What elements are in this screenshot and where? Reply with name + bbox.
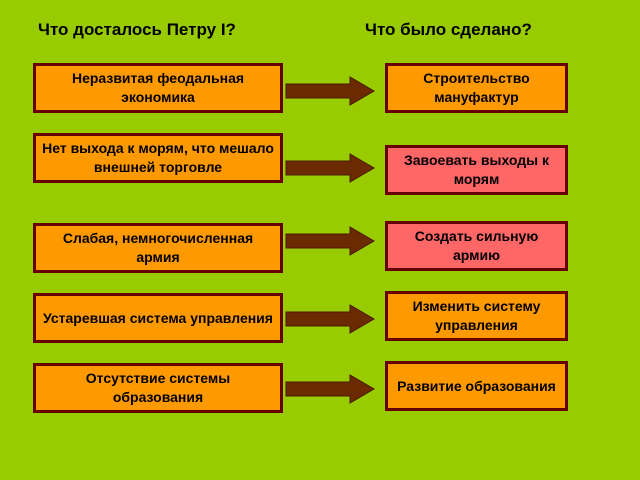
problem-box-army: Слабая, немногочисленная армия	[33, 223, 283, 273]
action-box-army: Создать сильную армию	[385, 221, 568, 271]
problem-box-education: Отсутствие системы образования	[33, 363, 283, 413]
action-box-sea-access: Завоевать выходы к морям	[385, 145, 568, 195]
arrow-right-icon	[285, 76, 375, 106]
problem-box-sea-access: Нет выхода к морям, что мешало внешней т…	[33, 133, 283, 183]
action-box-education: Развитие образования	[385, 361, 568, 411]
arrow-right-icon	[285, 304, 375, 334]
arrow-right-icon	[285, 374, 375, 404]
action-box-manufactories: Строительство мануфактур	[385, 63, 568, 113]
problem-box-economy: Неразвитая феодальная экономика	[33, 63, 283, 113]
action-box-governance: Изменить систему управления	[385, 291, 568, 341]
arrow-right-icon	[285, 226, 375, 256]
arrow-right-icon	[285, 153, 375, 183]
problem-box-governance: Устаревшая система управления	[33, 293, 283, 343]
right-column-header: Что было сделано?	[365, 20, 532, 39]
left-column-header: Что досталось Петру I?	[38, 20, 236, 39]
